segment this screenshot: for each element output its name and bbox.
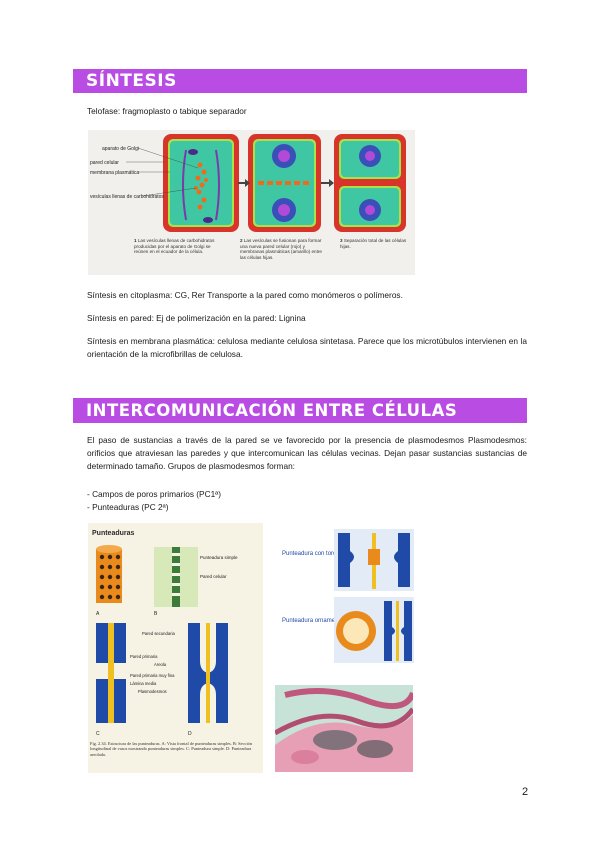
label-membrana: membrana plasmática bbox=[90, 170, 139, 176]
section-title-sintesis: SÍNTESIS bbox=[73, 69, 527, 93]
sintesis-membrana-text: Síntesis en membrana plasmática: celulos… bbox=[87, 336, 527, 359]
step-2-text: Las vesículas se fusionan para formar un… bbox=[240, 238, 322, 260]
cell-division-figure: aparato de Golgi pared celular membrana … bbox=[88, 130, 415, 275]
label-punteadura-toro: Punteadura con toro bbox=[282, 551, 337, 557]
micrograph-image bbox=[273, 685, 416, 772]
list-item-punteaduras: - Punteaduras (PC 2ª) bbox=[87, 502, 169, 512]
telofase-text: Telofase: fragmoplasto o tabique separad… bbox=[87, 106, 247, 116]
label-pared-celular: pared celular bbox=[90, 160, 119, 166]
label-pared-celular-fig: Pared celular bbox=[200, 574, 227, 579]
label-areola: Areola bbox=[154, 662, 167, 667]
label-vesiculas: vesículas llenas de carbohidratos bbox=[90, 194, 164, 200]
sintesis-citoplasma-text: Síntesis en citoplasma: CG, Rer Transpor… bbox=[87, 290, 403, 300]
punteaduras-figure-title: Punteaduras bbox=[92, 530, 135, 537]
letter-a: A bbox=[96, 611, 100, 617]
section-title-intercomunicacion: INTERCOMUNICACIÓN ENTRE CÉLULAS VECINAS bbox=[73, 398, 527, 445]
page-number: 2 bbox=[522, 786, 529, 798]
punteaduras-figure: Punteaduras A B Punteadura simple Pared … bbox=[88, 523, 263, 773]
letter-c: C bbox=[96, 731, 100, 737]
step-2-number: 2 bbox=[240, 238, 243, 243]
label-plasmodesmos: Plasmodesmos bbox=[138, 689, 167, 694]
label-pared-secundaria: Pared secundaria bbox=[142, 631, 175, 636]
letter-b: B bbox=[154, 611, 158, 617]
punteadura-toro-figure: Punteadura con toro Punteadura ornamenta… bbox=[280, 527, 417, 667]
step-3-number: 3 bbox=[340, 238, 343, 243]
intercomunicacion-paragraph: El paso de sustancias a través de la par… bbox=[87, 435, 527, 471]
list-item-campos: - Campos de poros primarios (PC1ª) bbox=[87, 489, 222, 499]
step-1-text: Las vesículas llenas de carbohidratos pr… bbox=[134, 238, 215, 255]
step-1-number: 1 bbox=[134, 238, 137, 243]
label-lamina-media: Lámina media bbox=[130, 681, 157, 686]
label-pared-primaria-fina: Pared primaria muy fina bbox=[130, 673, 175, 678]
label-pared-primaria: Pared primaria bbox=[130, 654, 158, 659]
letter-d: D bbox=[188, 731, 192, 737]
sintesis-pared-text: Síntesis en pared: Ej de polimerización … bbox=[87, 313, 306, 323]
step-3-text: Separación total de las células hijas. bbox=[340, 238, 407, 249]
label-golgi: aparato de Golgi bbox=[102, 146, 139, 152]
figure-caption: Fig. 2.34. Estructura de las punteaduras… bbox=[90, 741, 253, 757]
label-punteadura-ornamentada: Punteadura ornamentada bbox=[282, 618, 351, 624]
label-punteadura-simple: Punteadura simple bbox=[200, 555, 238, 560]
